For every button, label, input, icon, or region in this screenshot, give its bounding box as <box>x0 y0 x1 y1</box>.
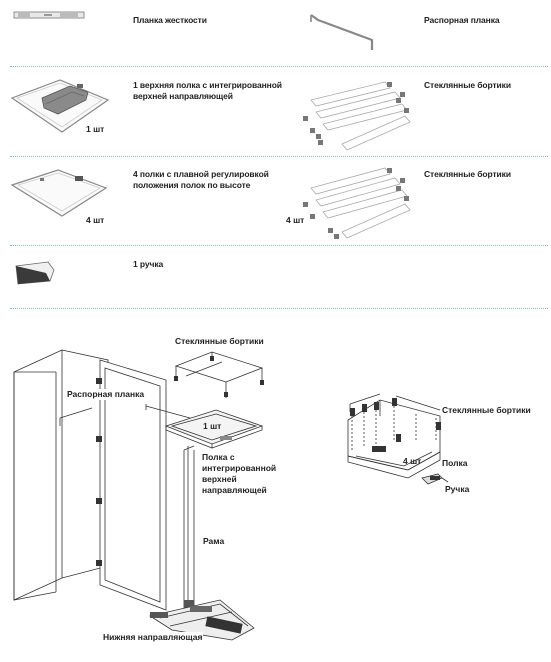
top-shelf-qty: 1 шт <box>86 124 105 134</box>
assembly-top-shelf-line4: направляющей <box>202 485 267 495</box>
row-separator <box>10 308 548 309</box>
detail-glass-rails-label: Стеклянные бортики <box>441 405 532 416</box>
adjustable-shelf-qty: 4 шт <box>86 215 105 225</box>
glass-rails-qty: 4 шт <box>286 215 305 225</box>
assembly-glass-rails-label: Стеклянные бортики <box>174 336 265 347</box>
assembly-shelf-qty: 1 шт <box>203 421 222 431</box>
detail-shelf-label: Полка <box>441 458 469 469</box>
stiffening-bar-image <box>13 11 85 19</box>
spacer-bar-image <box>310 14 374 50</box>
assembly-top-shelf-line3: верхней <box>202 474 237 484</box>
assembly-diagram <box>13 349 264 641</box>
top-shelf-label: 1 верхняя полка с интегрированной верхне… <box>133 80 282 102</box>
top-shelf-label-line1: 1 верхняя полка с интегрированной <box>133 80 282 90</box>
spacer-bar-label: Распорная планка <box>424 15 500 25</box>
row-separator <box>10 156 548 157</box>
glass-rails-image <box>303 81 411 151</box>
detail-handle-label: Ручка <box>444 484 471 495</box>
assembly-spacer-bar-label: Распорная планка <box>66 389 146 400</box>
assembly-top-shelf-label: Полка с интегрированной верхней направля… <box>201 452 278 496</box>
adjustable-shelf-label-line2: положения полок по высоте <box>133 180 251 190</box>
row-separator <box>10 245 548 246</box>
handle-image <box>15 261 55 285</box>
glass-rails-image-2 <box>303 167 411 239</box>
stiffening-bar-label: Планка жесткости <box>133 15 207 25</box>
assembly-frame-label: Рама <box>202 536 226 547</box>
adjustable-shelf-label-line1: 4 полки с плавной регулировкой <box>133 169 269 179</box>
handle-label: 1 ручка <box>133 259 164 269</box>
top-shelf-label-line2: верхней направляющей <box>133 91 233 101</box>
top-shelf-image <box>10 79 110 133</box>
assembly-bottom-guide-label: Нижняя направляющая <box>102 632 204 643</box>
adjustable-shelf-image <box>10 169 108 217</box>
detail-qty: 4 шт <box>403 456 422 466</box>
glass-rails-label-2: Стеклянные бортики <box>424 169 511 179</box>
assembly-top-shelf-line1: Полка с <box>202 452 235 462</box>
assembly-top-shelf-line2: интегрированной <box>202 463 277 473</box>
adjustable-shelf-label: 4 полки с плавной регулировкой положения… <box>133 169 269 191</box>
row-separator <box>10 66 548 67</box>
glass-rails-label: Стеклянные бортики <box>424 80 511 90</box>
shelf-detail-diagram <box>347 393 449 485</box>
